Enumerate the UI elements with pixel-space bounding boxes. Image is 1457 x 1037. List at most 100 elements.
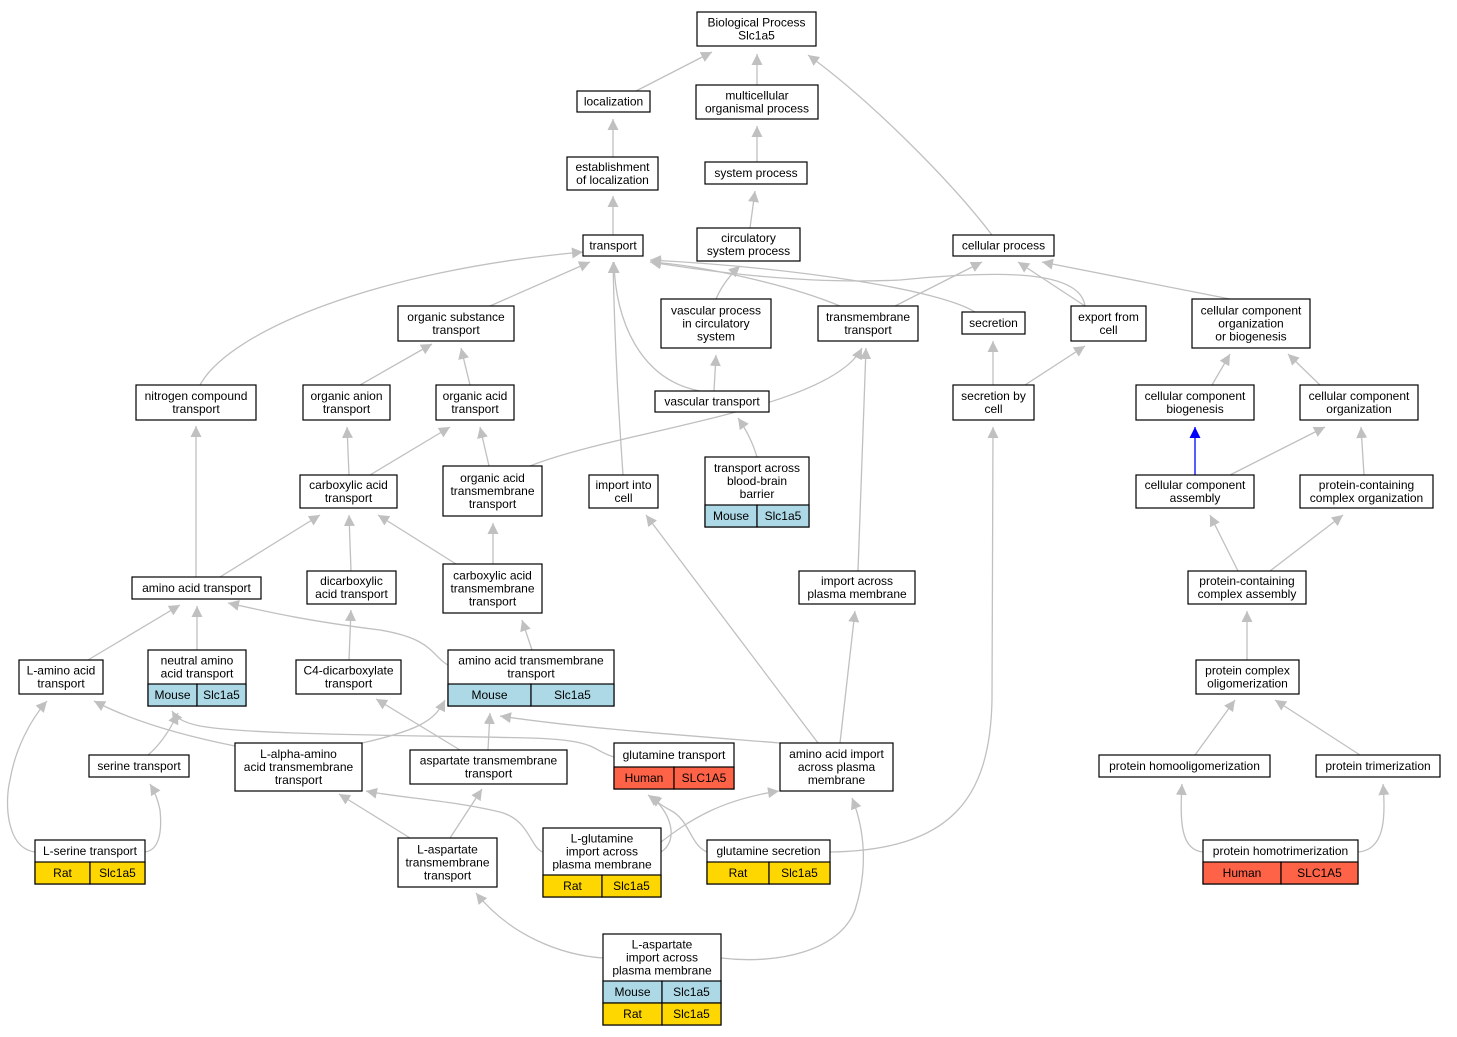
node-box: [798, 570, 916, 605]
node-label-line: organization: [1326, 402, 1391, 416]
node-label-line: cellular process: [962, 239, 1045, 253]
node-homoolig[interactable]: protein homooligomerization: [1098, 754, 1271, 778]
node-vasctransport[interactable]: vascular transport: [654, 390, 770, 413]
node-box: [961, 311, 1026, 335]
node-box: [234, 742, 363, 792]
edge-glnsec-to-gln: [647, 794, 708, 853]
edge-secbycell-to-export: [1024, 345, 1086, 386]
node-cellproc[interactable]: cellular process: [952, 234, 1055, 257]
node-label-line: oligomerization: [1207, 677, 1288, 691]
node-label-line: cellular component: [1201, 304, 1302, 318]
node-box: [1135, 474, 1255, 509]
node-label-line: multicellular: [725, 89, 788, 103]
node-serine[interactable]: serine transport: [88, 754, 190, 778]
node-label-line: establishment: [575, 160, 650, 174]
edge-trimer-to-pcoligo: [1274, 699, 1361, 756]
species-label: Human: [625, 771, 664, 785]
node-label-line: cell: [614, 491, 632, 505]
node-label-line: L-alpha-amino: [260, 747, 337, 761]
node-localization[interactable]: localization: [576, 90, 651, 113]
gene-cell: [601, 874, 662, 898]
edge-tmtransport-to-transport: [649, 257, 841, 307]
node-label-line: L-aspartate: [632, 938, 693, 952]
species-label: Rat: [623, 1007, 642, 1021]
node-label-line: Biological Process: [707, 16, 805, 30]
node-label-line: import into: [595, 478, 651, 492]
gene-label: Slc1a5: [613, 879, 650, 893]
node-label-line: secretion: [969, 316, 1018, 330]
node-box: [1187, 570, 1307, 605]
node-label-line: L-glutamine: [571, 832, 634, 846]
node-label-line: or biogenesis: [1215, 330, 1286, 344]
node-sysproc[interactable]: system process: [704, 161, 808, 185]
gene-cell: [673, 766, 735, 790]
edge-nitro-to-transport: [199, 247, 584, 386]
node-transport[interactable]: transport: [582, 234, 644, 257]
node-trimer[interactable]: protein trimerization: [1315, 754, 1441, 778]
node-label-line: acid transport: [161, 667, 234, 681]
node-label-line: complex assembly: [1198, 587, 1297, 601]
node-aatransport[interactable]: amino acid transport: [131, 576, 262, 600]
node-label-line: protein homotrimerization: [1213, 844, 1348, 858]
edge-ccob-to-cellproc: [1041, 258, 1231, 300]
node-label-line: Slc1a5: [738, 29, 775, 43]
node-label-line: import across: [626, 951, 698, 965]
node-label-line: transport: [275, 773, 323, 787]
node-label-line: transport: [469, 595, 517, 609]
node-label-line: aspartate transmembrane: [420, 754, 558, 768]
species-label: Mouse: [154, 688, 190, 702]
edge-aaimport-to-aatm: [499, 712, 781, 744]
node-label-line: system process: [714, 166, 797, 180]
edge-pcco-to-ccorg: [1356, 426, 1368, 476]
edge-cellproc-to-bp: [807, 54, 993, 236]
edge-aatransport-to-carbox: [219, 514, 321, 578]
node-label-line: secretion by: [961, 389, 1026, 403]
edge-orgsubst-to-transport: [489, 261, 591, 307]
node-label-line: organic acid: [443, 389, 508, 403]
node-box: [696, 11, 817, 47]
node-secretion[interactable]: secretion: [961, 311, 1026, 335]
